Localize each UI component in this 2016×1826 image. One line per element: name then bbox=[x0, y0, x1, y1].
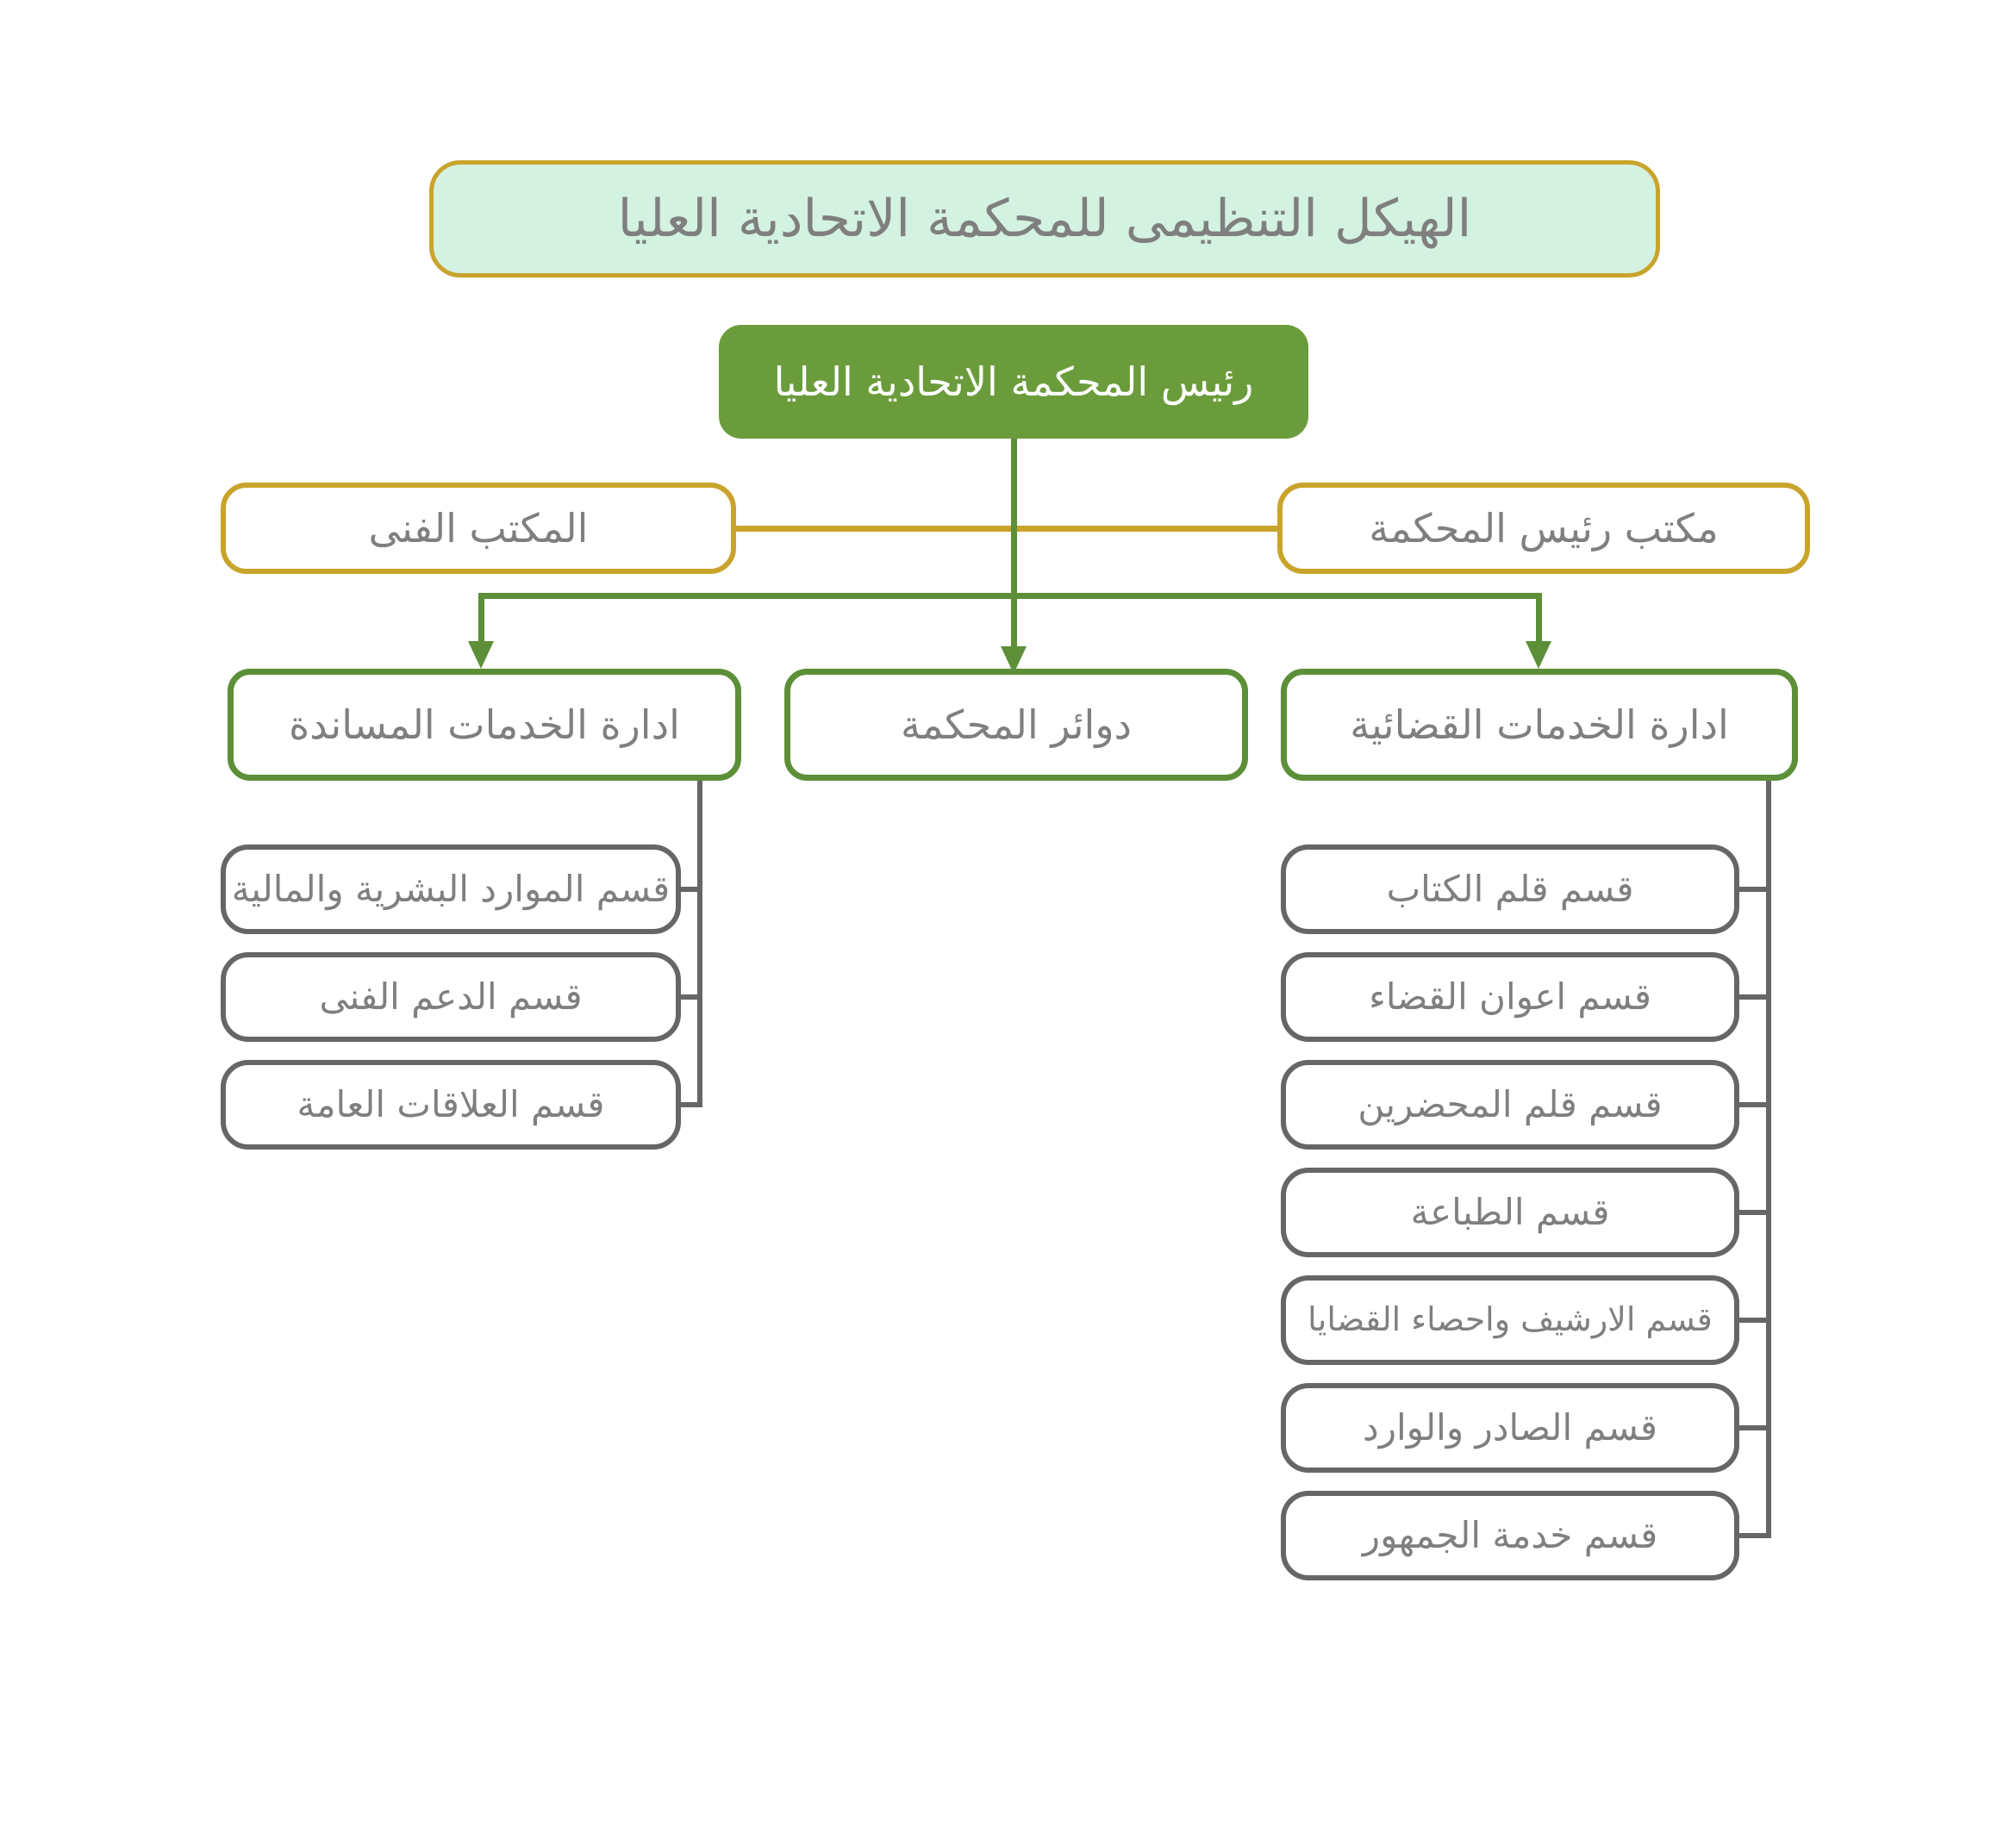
connector-judicial-stub-4 bbox=[1739, 1210, 1771, 1215]
connector-right-drop bbox=[1536, 593, 1542, 645]
section-printing: قسم الطباعة bbox=[1281, 1168, 1739, 1257]
section-hr-finance: قسم الموارد البشرية والمالية bbox=[221, 844, 681, 934]
connector-support-stub-1 bbox=[681, 887, 702, 892]
connector-judicial-stub-2 bbox=[1739, 994, 1771, 1000]
section-public-service: قسم خدمة الجمهور bbox=[1281, 1491, 1739, 1580]
section-incoming-outgoing: قسم الصادر والوارد bbox=[1281, 1383, 1739, 1473]
connector-judicial-stub-7 bbox=[1739, 1533, 1771, 1538]
section-clerks-office: قسم قلم الكتاب bbox=[1281, 844, 1739, 934]
connector-judicial-stub-5 bbox=[1739, 1318, 1771, 1323]
connector-support-vertical bbox=[697, 781, 702, 1107]
connector-judicial-vertical bbox=[1766, 781, 1771, 1538]
connector-judicial-stub-6 bbox=[1739, 1425, 1771, 1430]
connector-root-vertical bbox=[1011, 439, 1017, 648]
section-archive-statistics: قسم الارشيف واحصاء القضايا bbox=[1281, 1275, 1739, 1365]
section-tech-support: قسم الدعم الفنى bbox=[221, 952, 681, 1042]
section-public-relations: قسم العلاقات العامة bbox=[221, 1060, 681, 1150]
node-technical-office: المكتب الفنى bbox=[221, 483, 736, 574]
root-node-court-president: رئيس المحكمة الاتحادية العليا bbox=[719, 325, 1308, 439]
section-judiciary-aides: قسم اعوان القضاء bbox=[1281, 952, 1739, 1042]
connector-offices-horizontal bbox=[734, 526, 1279, 532]
node-court-circuits: دوائر المحكمة bbox=[784, 669, 1248, 781]
connector-left-drop bbox=[478, 593, 484, 645]
connector-departments-horizontal bbox=[478, 593, 1542, 599]
node-support-services-dept: ادارة الخدمات المساندة bbox=[228, 669, 741, 781]
node-judicial-services-dept: ادارة الخدمات القضائية bbox=[1281, 669, 1798, 781]
connector-judicial-stub-3 bbox=[1739, 1102, 1771, 1107]
connector-support-stub-2 bbox=[681, 994, 702, 1000]
chart-title: الهيكل التنظيمى للمحكمة الاتحادية العليا bbox=[429, 160, 1660, 277]
connector-support-stub-3 bbox=[681, 1102, 702, 1107]
arrowhead-judicial bbox=[1526, 641, 1551, 669]
node-president-office: مكتب رئيس المحكمة bbox=[1277, 483, 1810, 574]
arrowhead-support bbox=[468, 641, 494, 669]
section-bailiffs-office: قسم قلم المحضرين bbox=[1281, 1060, 1739, 1150]
connector-judicial-stub-1 bbox=[1739, 887, 1771, 892]
